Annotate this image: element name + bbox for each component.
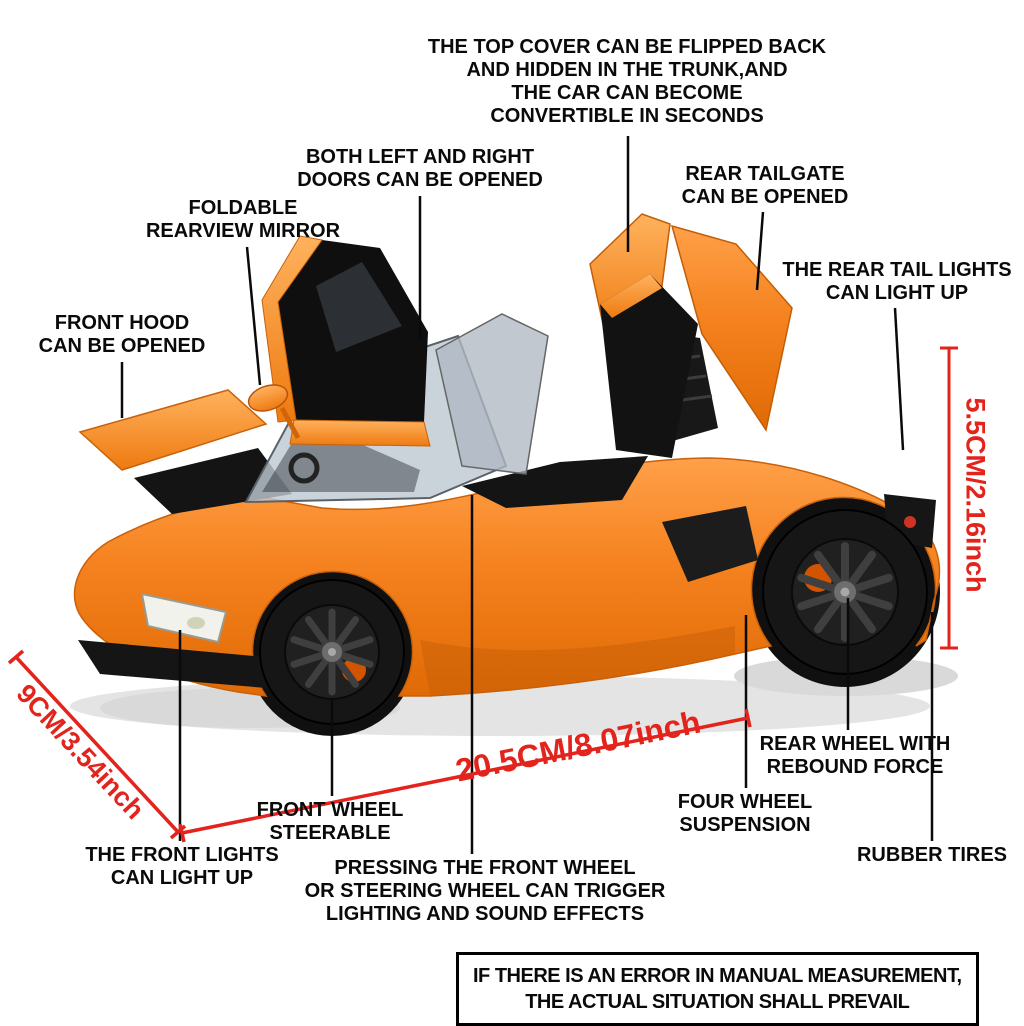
- label-four-wheel-suspension: FOUR WHEEL SUSPENSION: [677, 791, 813, 836]
- dimension-line-length: [181, 716, 749, 835]
- label-top-cover: THE TOP COVER CAN BE FLIPPED BACK AND HI…: [427, 36, 827, 127]
- door-glass-panel: [435, 313, 549, 475]
- side-intake: [662, 506, 758, 582]
- rocker-shade: [420, 626, 735, 696]
- label-pressing: PRESSING THE FRONT WHEEL OR STEERING WHE…: [304, 857, 666, 925]
- disclaimer-box: IF THERE IS AN ERROR IN MANUAL MEASUREME…: [456, 952, 979, 1026]
- label-rubber-tires: RUBBER TIRES: [856, 844, 1008, 866]
- rear-wheel: [762, 509, 928, 675]
- measurement-height: 5.5CM/2.16inch: [960, 397, 991, 593]
- hood-panel-open: [78, 389, 268, 471]
- dimension-lines: [7, 346, 958, 843]
- dimension-line-width: [14, 655, 180, 834]
- label-rearview-mirror: FOLDABLE REARVIEW MIRROR: [145, 197, 341, 242]
- leader-lines: [120, 136, 934, 854]
- headlight: [140, 592, 228, 644]
- tail-light: [904, 516, 916, 528]
- cockpit-interior: [462, 456, 648, 508]
- body-details: [78, 389, 936, 696]
- leader-rearview-mirror: [245, 246, 262, 386]
- label-front-hood: FRONT HOOD CAN BE OPENED: [38, 312, 206, 357]
- far-door-open: [600, 274, 698, 458]
- label-front-lights: THE FRONT LIGHTS CAN LIGHT UP: [85, 844, 279, 889]
- front-splitter: [78, 640, 290, 690]
- leader-rear-tailgate: [755, 211, 765, 291]
- label-rear-wheel: REAR WHEEL WITH REBOUND FORCE: [759, 733, 951, 778]
- steering-wheel: [288, 452, 320, 484]
- label-rear-tailgate: REAR TAILGATE CAN BE OPENED: [681, 163, 849, 208]
- leader-rear-tail-lights: [893, 307, 905, 451]
- label-doors: BOTH LEFT AND RIGHT DOORS CAN BE OPENED: [297, 146, 543, 191]
- near-door-open: [261, 235, 431, 447]
- label-rear-tail-lights: THE REAR TAIL LIGHTS CAN LIGHT UP: [782, 259, 1012, 304]
- label-front-wheel-steerable: FRONT WHEEL STEERABLE: [256, 799, 404, 844]
- rearview-mirror: [247, 384, 301, 440]
